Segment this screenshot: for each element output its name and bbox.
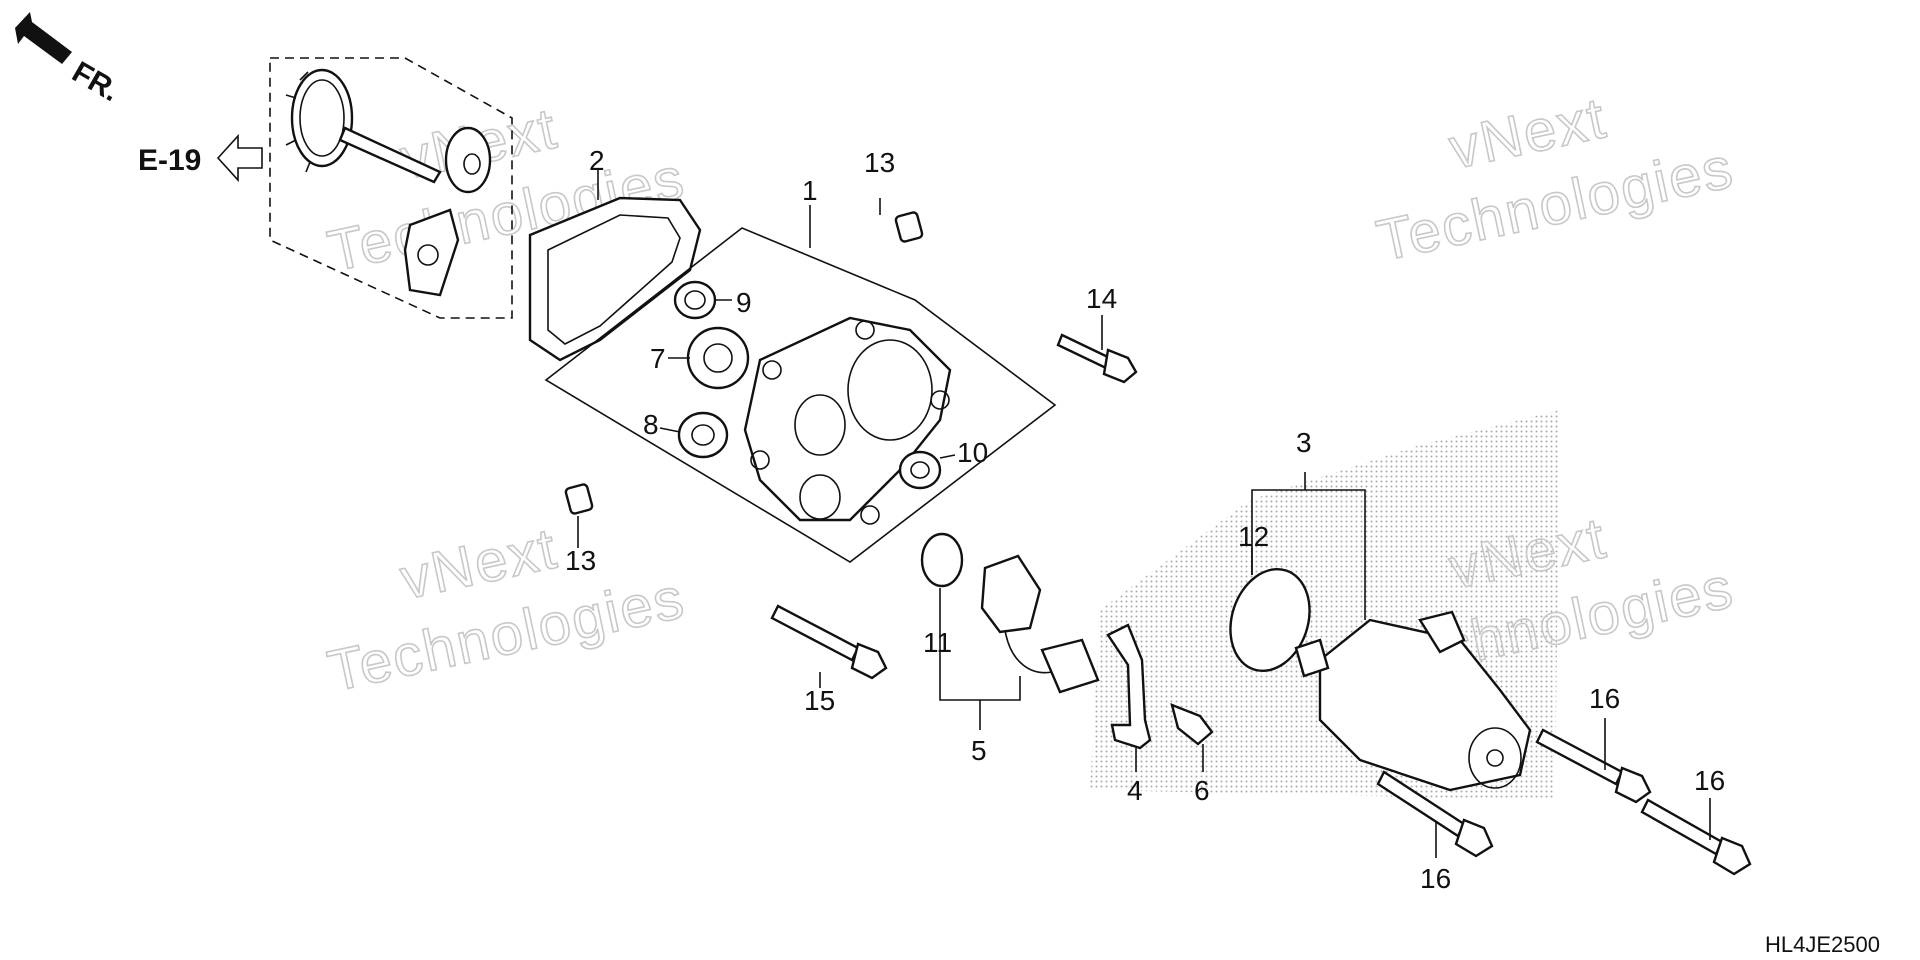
seal-part-10 (898, 450, 942, 490)
dashed-group-e19 (269, 57, 513, 319)
callout-14: 14 (1086, 283, 1117, 314)
bolt-part-15 (770, 604, 888, 680)
callout-12: 12 (1238, 521, 1269, 552)
callout-10: 10 (957, 437, 988, 468)
diagram-code: HL4JE2500 (1765, 932, 1880, 957)
bearing-part-8 (677, 411, 729, 459)
o-ring-part-12 (1229, 567, 1311, 673)
housing-part-1 (743, 316, 952, 525)
callouts: 1 2 3 4 5 6 7 8 9 10 11 12 13 13 14 15 1… (565, 145, 1725, 894)
watermark-top-right: vNext Technologies (1371, 84, 1741, 274)
callout-16-right: 16 (1694, 765, 1725, 796)
bolt-part-16-lower (1376, 770, 1494, 858)
callout-16-upper: 16 (1589, 683, 1620, 714)
reference-arrow-icon (216, 133, 263, 183)
front-direction-arrow-icon: FR. (15, 12, 125, 108)
leader-lines (577, 170, 1711, 858)
bracket-part-4 (1106, 623, 1152, 750)
callout-15: 15 (804, 685, 835, 716)
bolt-part-16-right (1640, 798, 1752, 876)
o-ring-part-11 (920, 532, 964, 588)
bolt-part-6 (1170, 703, 1214, 746)
bolt-part-14 (1056, 333, 1138, 384)
dowel-pin-part-13-top (894, 211, 924, 243)
callout-7: 7 (650, 343, 666, 374)
callout-2: 2 (589, 145, 605, 176)
callout-11: 11 (923, 627, 952, 658)
callout-16-lower: 16 (1420, 863, 1451, 894)
leader-group-1 (544, 227, 1057, 563)
sensor-part-5 (980, 554, 1100, 694)
callout-3: 3 (1296, 427, 1312, 458)
callout-13-top: 13 (864, 147, 895, 178)
callout-9: 9 (736, 287, 752, 318)
motor-part-3 (1294, 610, 1532, 792)
gear-shaft-assembly (285, 68, 492, 297)
callout-8: 8 (643, 409, 659, 440)
watermark-bottom-left: vNext Technologies (322, 515, 692, 705)
callout-13-bottom: 13 (565, 545, 596, 576)
bolt-part-16-upper (1535, 728, 1652, 804)
bearing-part-7 (686, 326, 750, 390)
callout-5: 5 (971, 735, 987, 766)
callout-4: 4 (1127, 775, 1143, 806)
callout-6: 6 (1194, 775, 1210, 806)
front-marker-label: FR. (67, 55, 125, 108)
reference-label: E-19 (138, 144, 201, 177)
callout-1: 1 (802, 175, 818, 206)
reference-e19[interactable]: E-19 (138, 133, 263, 183)
dowel-pin-part-13-bottom (564, 483, 594, 515)
bearing-part-9 (673, 280, 717, 320)
